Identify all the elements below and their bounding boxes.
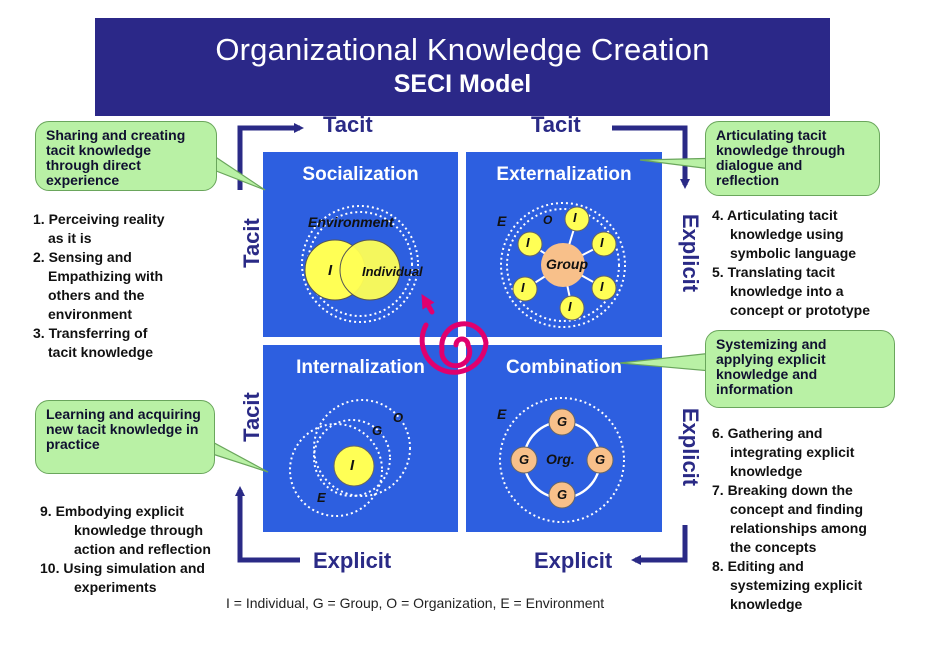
list-item: knowledge [730,596,803,612]
label-ext-i-3: I [600,279,604,294]
quadrant-title-internalization: Internalization [296,357,425,378]
label-internalization-g: G [372,423,383,438]
list-externalization: 4. Articulating tacit knowledge using sy… [712,206,927,320]
label-ext-i-5: I [521,280,525,295]
list-item: experiments [74,579,157,595]
label-ext-i-4: I [568,299,572,314]
list-item: knowledge using [730,226,844,242]
list-item: concept and finding [730,501,863,517]
axis-label-right-upper: Explicit [678,213,703,293]
list-combination: 6. Gathering and integrating explicit kn… [712,424,927,614]
list-item: 6. Gathering and [712,425,823,441]
label-environment: Environment [308,214,394,230]
page-subtitle: SECI Model [393,70,532,98]
list-item: 8. Editing and [712,558,804,574]
label-socialization-i: I [328,262,333,279]
socialization-diagram [301,205,419,323]
quadrant-title-combination: Combination [505,357,623,378]
list-internalization: 9. Embodying explicit knowledge through … [40,502,255,597]
quadrant-title-socialization: Socialization [302,164,419,185]
list-item: 5. Translating tacit [712,264,835,280]
list-item: 2. Sensing and [33,249,132,265]
list-item: integrating explicit [730,444,855,460]
callout-externalization: Articulating tacit knowledge through dia… [705,121,880,196]
list-item: 3. Transferring of [33,325,148,341]
axis-label-bottom-right: Explicit [534,548,613,573]
list-item: relationships among [730,520,867,536]
externalization-diagram [500,202,626,328]
list-item: concept or prototype [730,302,871,318]
cycle-arrow-top-right [612,125,690,189]
quadrant-internalization: Internalization [263,345,458,532]
list-item: action and reflection [74,541,211,557]
list-item: 1. Perceiving reality [33,211,165,227]
axis-label-bottom-left: Explicit [313,548,392,573]
axis-label-top-left: Tacit [323,112,373,137]
axis-label-top-right: Tacit [531,112,581,137]
axis-label-left-lower: Tacit [239,392,264,442]
label-externalization-e: E [497,213,507,229]
label-group: Group [546,256,588,272]
knowledge-spiral [419,293,489,375]
label-internalization-i: I [350,457,355,474]
label-org: Org. [546,451,575,467]
label-ext-i-2: I [600,235,604,250]
label-combination-e: E [497,406,507,422]
label-ext-i-6: I [526,235,530,250]
cycle-arrow-bottom-right [631,525,688,565]
list-item: knowledge into a [730,283,844,299]
quadrant-title-externalization: Externalization [496,164,632,185]
list-item: 4. Articulating tacit [712,207,838,223]
list-item: 9. Embodying explicit [40,503,184,519]
label-internalization-e: E [317,490,326,505]
title-banner: Organizational Knowledge Creation SECI M… [95,18,830,116]
label-comb-g-4: G [557,487,568,502]
list-item: systemizing explicit [730,577,863,593]
page-title: Organizational Knowledge Creation [215,32,710,67]
label-ext-i-1: I [573,210,577,225]
list-item: knowledge through [74,522,204,538]
list-item: 7. Breaking down the [712,482,853,498]
list-item: 10. Using simulation and [40,560,205,576]
list-item: others and the [48,287,145,303]
axis-label-left-upper: Tacit [239,218,264,268]
list-item: symbolic language [730,245,857,261]
list-socialization: 1. Perceiving reality as it is 2. Sensin… [33,210,233,362]
label-comb-g-3: G [595,452,606,467]
combination-diagram [499,397,625,523]
cycle-arrow-top-left [237,123,304,190]
list-item: knowledge [730,463,803,479]
label-individual: Individual [362,264,423,279]
callout-socialization: Sharing and creating tacit knowledge thr… [35,121,217,191]
individual-circle-2 [339,239,401,301]
callout-internalization: Learning and acquiring new tacit knowled… [35,400,215,474]
axis-label-right-lower: Explicit [678,407,703,487]
label-internalization-o: O [393,410,404,425]
label-comb-g-1: G [557,414,568,429]
cycle-arrow-bottom-left [235,486,300,563]
legend: I = Individual, G = Group, O = Organizat… [226,595,605,611]
list-item: Empathizing with [48,268,164,284]
label-externalization-o: O [543,213,553,227]
callout-combination: Systemizing and applying explicit knowle… [705,330,895,408]
list-item: environment [48,306,133,322]
list-item: the concepts [730,539,817,555]
list-item: as it is [48,230,92,246]
internalization-diagram [289,399,411,517]
label-comb-g-2: G [519,452,530,467]
list-item: tacit knowledge [48,344,154,360]
